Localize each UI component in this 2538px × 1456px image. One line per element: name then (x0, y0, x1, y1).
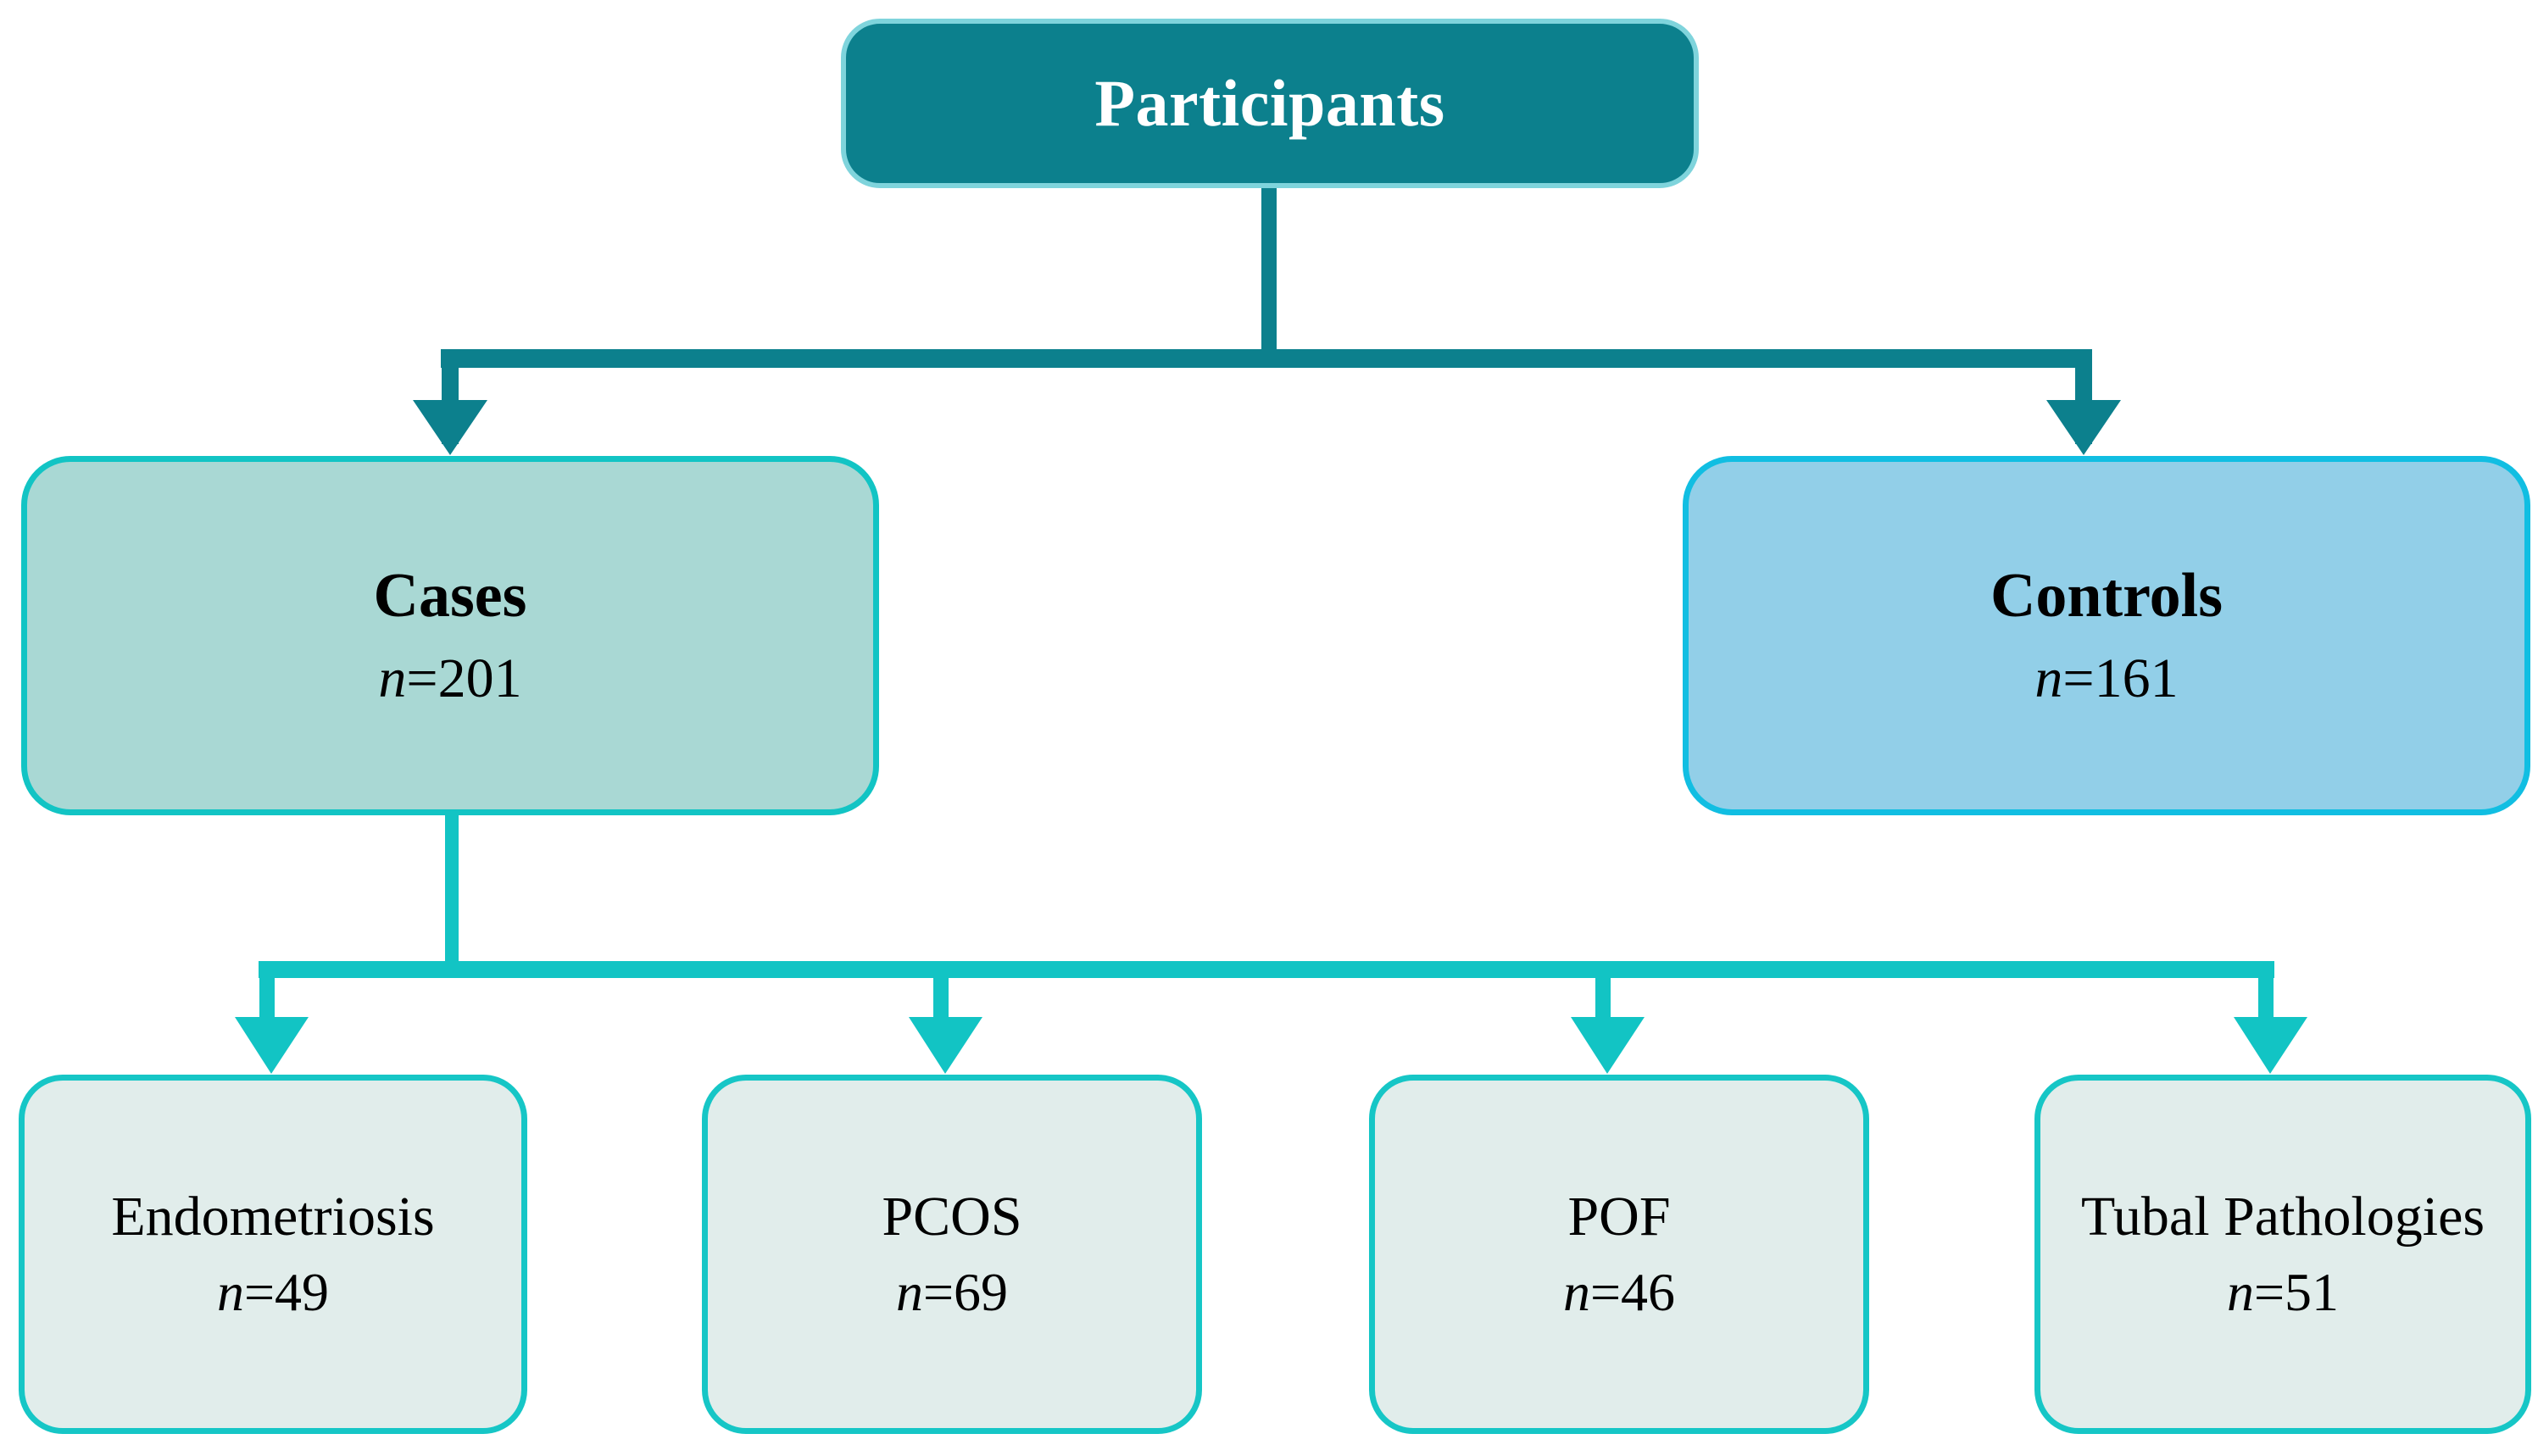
node-endometriosis-count-value: 49 (275, 1262, 330, 1323)
node-pof-count: n=46 (1563, 1260, 1675, 1325)
node-pcos-count-sep: = (922, 1262, 955, 1323)
node-controls-count-prefix: n (2034, 647, 2063, 709)
node-tubal-pathologies[interactable]: Tubal Pathologies n=51 (2034, 1075, 2531, 1434)
node-pof-count-sep: = (1589, 1262, 1622, 1323)
node-pcos[interactable]: PCOS n=69 (702, 1075, 1202, 1434)
node-controls-count-sep: = (2062, 647, 2095, 709)
node-endometriosis-count-sep: = (243, 1262, 276, 1323)
node-participants-label: Participants (1094, 65, 1445, 140)
node-pof[interactable]: POF n=46 (1369, 1075, 1869, 1434)
node-pcos-count-prefix: n (895, 1262, 923, 1323)
node-endometriosis-count-prefix: n (216, 1262, 244, 1323)
node-pof-label: POF (1567, 1186, 1671, 1248)
node-endometriosis-count: n=49 (217, 1260, 329, 1325)
node-controls[interactable]: Controls n=161 (1683, 456, 2530, 815)
node-cases-count-value: 201 (437, 647, 522, 709)
node-pcos-label: PCOS (882, 1186, 1022, 1248)
node-controls-count: n=161 (2034, 646, 2178, 712)
node-endometriosis-label: Endometriosis (111, 1186, 435, 1248)
connector-cases-to-subgroups (235, 815, 2307, 1074)
node-pof-count-prefix: n (1562, 1262, 1590, 1323)
node-controls-label: Controls (1990, 561, 2224, 631)
node-cases[interactable]: Cases n=201 (21, 456, 879, 815)
node-pof-count-value: 46 (1621, 1262, 1676, 1323)
node-pcos-count: n=69 (896, 1260, 1008, 1325)
node-tubal-pathologies-count-value: 51 (2285, 1262, 2340, 1323)
node-tubal-pathologies-count: n=51 (2227, 1260, 2339, 1325)
node-cases-count-sep: = (406, 647, 438, 709)
node-cases-count: n=201 (378, 646, 521, 712)
node-tubal-pathologies-count-sep: = (2253, 1262, 2285, 1323)
node-tubal-pathologies-count-prefix: n (2226, 1262, 2254, 1323)
node-participants[interactable]: Participants (841, 19, 1699, 188)
node-cases-count-prefix: n (378, 647, 407, 709)
node-pcos-count-value: 69 (954, 1262, 1009, 1323)
node-tubal-pathologies-label: Tubal Pathologies (2080, 1186, 2485, 1248)
node-controls-count-value: 161 (2094, 647, 2179, 709)
connector-root-to-groups (413, 188, 2121, 455)
node-cases-label: Cases (373, 561, 527, 631)
node-endometriosis[interactable]: Endometriosis n=49 (19, 1075, 527, 1434)
